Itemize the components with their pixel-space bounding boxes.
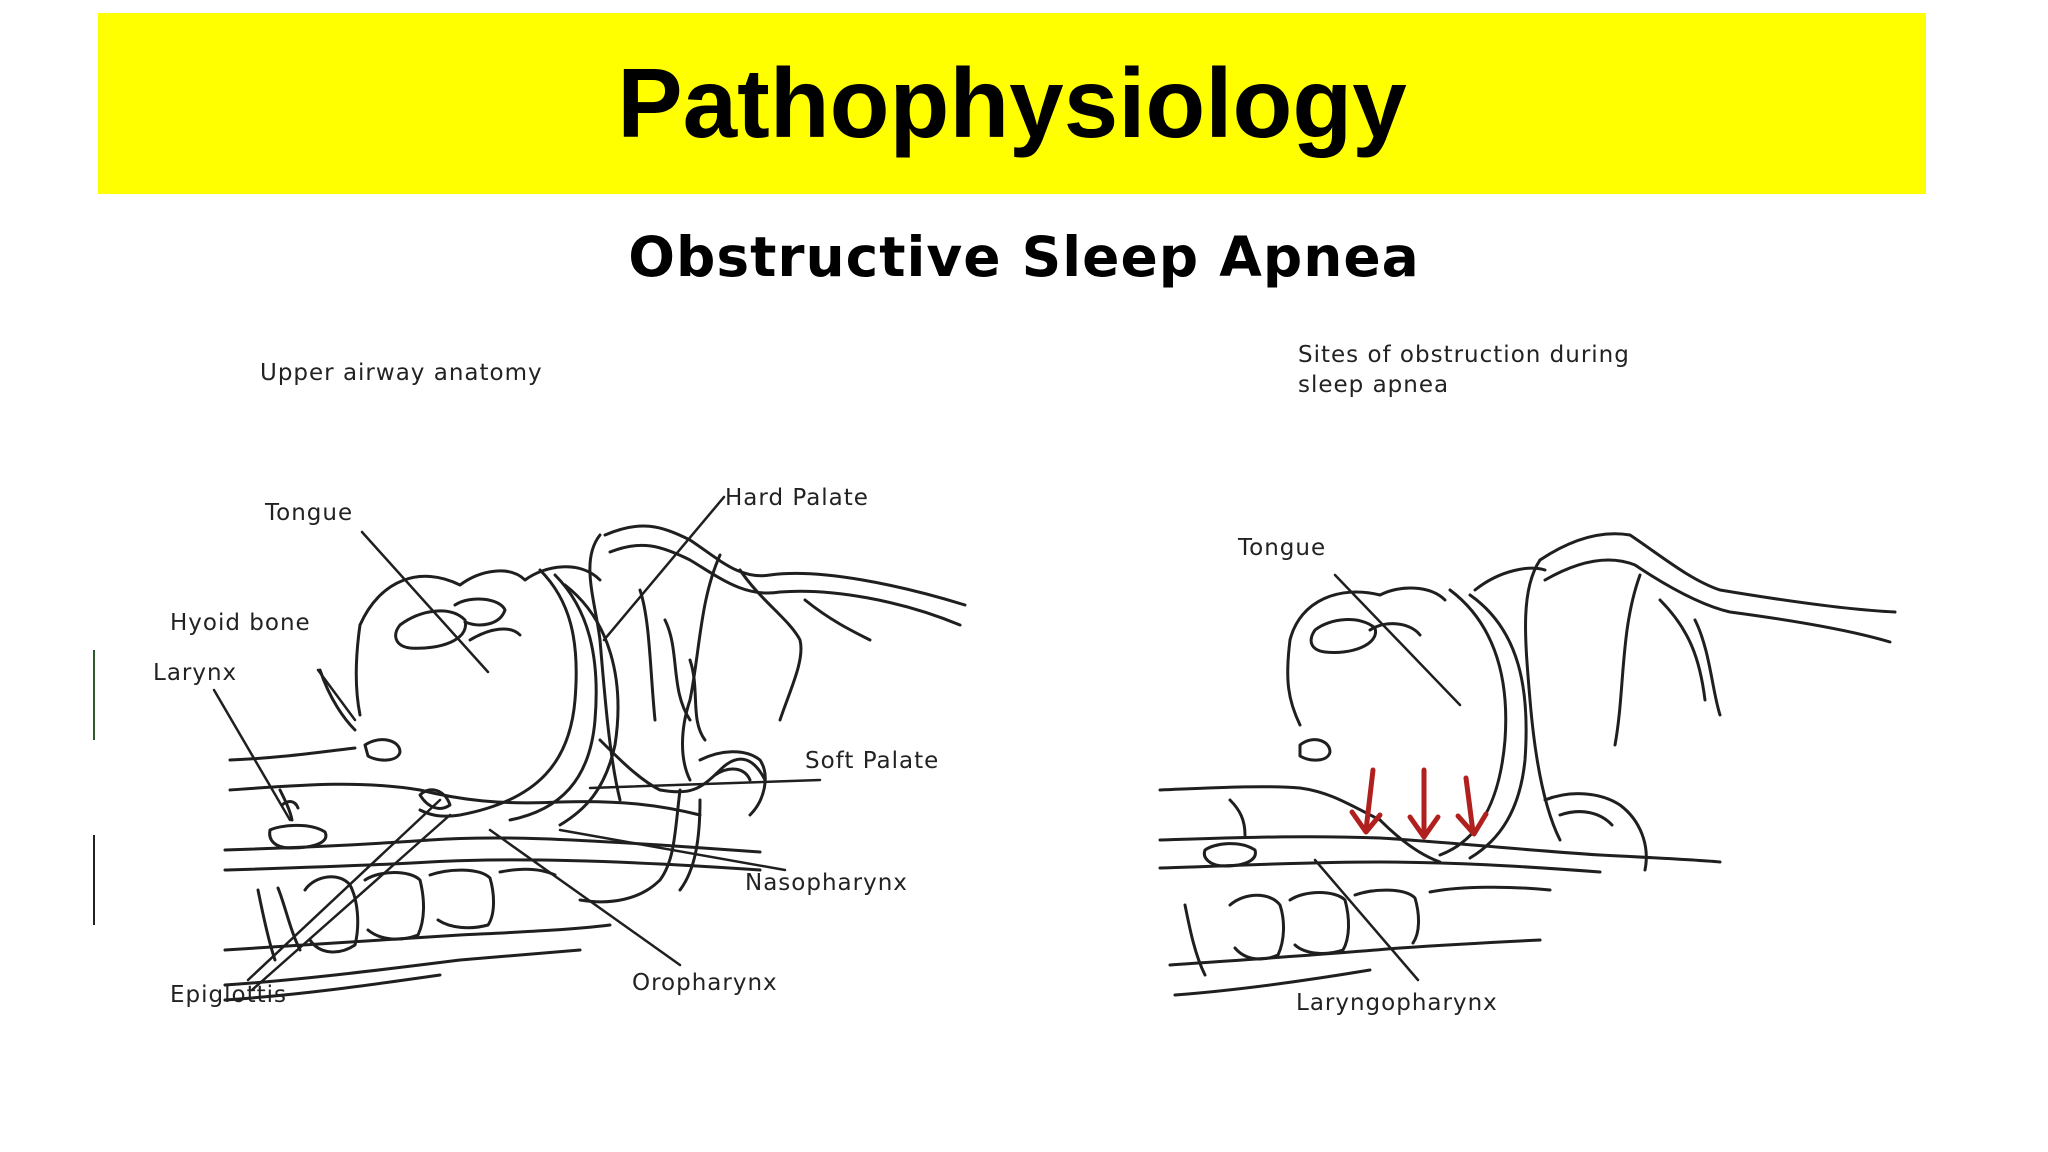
right-panel-caption-line1: Sites of obstruction during: [1298, 342, 1630, 368]
left-anatomy-drawing: [212, 495, 967, 1002]
label-soft-palate: Soft Palate: [805, 748, 940, 774]
diagram-subtitle: Obstructive Sleep Apnea: [628, 225, 1420, 289]
label-hard-palate: Hard Palate: [725, 485, 869, 511]
label-laryngopharynx: Laryngopharynx: [1296, 990, 1498, 1016]
label-larynx: Larynx: [153, 660, 238, 686]
page-title: Pathophysiology: [617, 48, 1407, 158]
right-anatomy-drawing: [1158, 532, 1897, 997]
label-epiglottis: Epiglottis: [170, 982, 287, 1008]
label-hyoid-bone: Hyoid bone: [170, 610, 311, 636]
label-oropharynx: Oropharynx: [632, 970, 778, 996]
label-nasopharynx: Nasopharynx: [745, 870, 908, 896]
title-banner: Pathophysiology: [98, 13, 1926, 194]
label-tongue: Tongue: [265, 500, 354, 526]
right-panel-caption-line2: sleep apnea: [1298, 372, 1450, 398]
left-panel-caption: Upper airway anatomy: [260, 360, 543, 386]
left-edge-mark: [93, 650, 95, 740]
obstruction-arrows: [1349, 767, 1489, 840]
left-edge-mark-2: [93, 835, 95, 925]
label-tongue-right: Tongue: [1238, 535, 1327, 561]
